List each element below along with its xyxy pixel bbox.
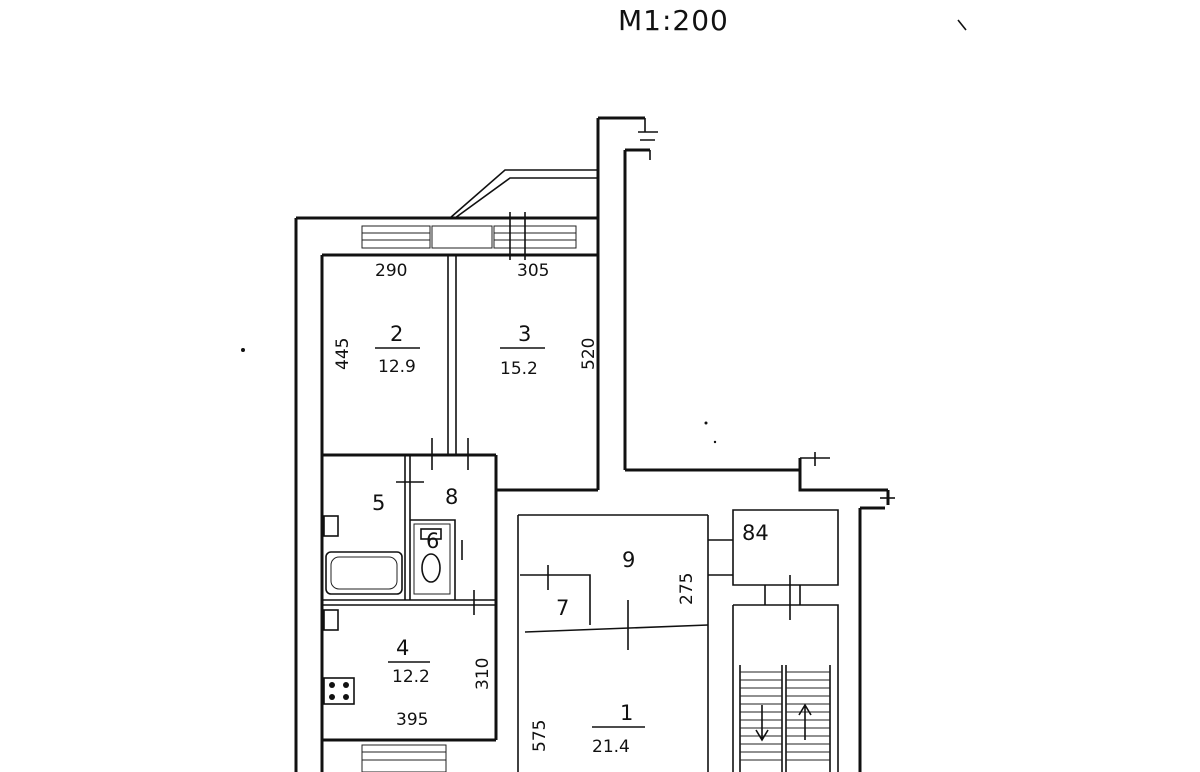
interior-walls xyxy=(322,255,839,772)
scale-label: M1:200 xyxy=(618,4,729,37)
dimension-575: 575 xyxy=(530,720,550,752)
sink-icon xyxy=(323,515,339,631)
dimension-labels: 290 305 445 520 310 395 575 275 xyxy=(333,261,697,752)
room-6-number: 6 xyxy=(426,529,439,553)
stove-icon xyxy=(323,677,355,705)
dimension-275: 275 xyxy=(677,573,697,605)
room-4-number: 4 xyxy=(396,636,409,660)
door-marks xyxy=(396,438,629,650)
room-9-number: 9 xyxy=(622,548,635,572)
outer-walls xyxy=(294,116,895,772)
room-2-number: 2 xyxy=(390,322,403,346)
scan-specks xyxy=(241,19,967,444)
dimension-445: 445 xyxy=(333,338,353,370)
toilet-icon xyxy=(413,523,451,595)
room-8-number: 8 xyxy=(445,485,458,509)
room-3-area: 15.2 xyxy=(500,359,538,379)
dimension-520: 520 xyxy=(579,338,599,370)
room-1-area: 21.4 xyxy=(592,737,630,757)
dimension-290: 290 xyxy=(375,261,407,281)
stair-block-label: 84 xyxy=(742,521,769,545)
dimension-305: 305 xyxy=(517,261,549,281)
room-5-number: 5 xyxy=(372,491,385,515)
stairs-icon xyxy=(739,665,831,772)
bathtub-icon xyxy=(325,551,403,595)
room-7-number: 7 xyxy=(556,596,569,620)
room-1-number: 1 xyxy=(620,701,633,725)
room-2-area: 12.9 xyxy=(378,357,416,377)
room-3-number: 3 xyxy=(518,322,531,346)
room-labels: 1 21.4 2 12.9 3 15.2 4 12.2 5 6 7 8 9 84 xyxy=(372,322,769,757)
windows xyxy=(361,212,801,772)
room-4-area: 12.2 xyxy=(392,667,430,687)
dimension-310: 310 xyxy=(473,658,493,690)
dimension-395: 395 xyxy=(396,710,428,730)
